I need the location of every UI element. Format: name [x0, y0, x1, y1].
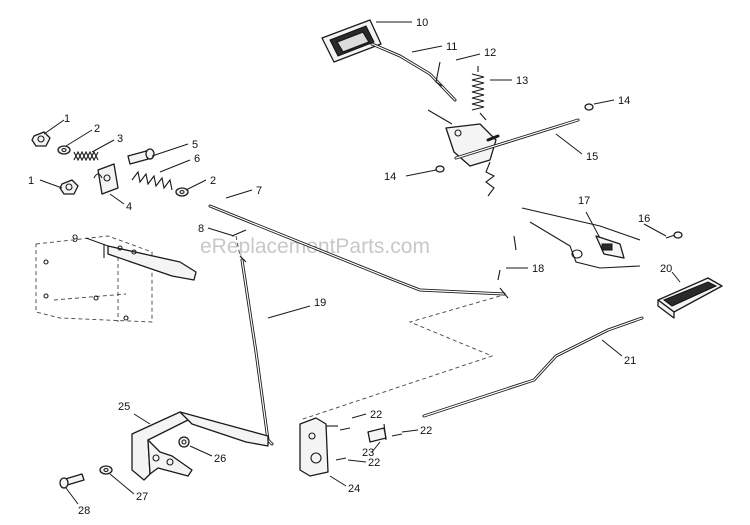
part-20-grip	[657, 277, 723, 319]
callout-18: 18	[532, 263, 544, 275]
part-14b-clip	[435, 165, 445, 173]
callout-2b: 2	[210, 175, 216, 187]
frame-outline	[513, 207, 641, 269]
part-2a-washer	[57, 145, 71, 155]
callout-26: 26	[214, 453, 226, 465]
callout-numbers: 1 2 3 1 4 5 6 2 7 8 9 10 11 12 13 14 14 …	[28, 17, 672, 517]
part-19-link-rod	[239, 255, 274, 446]
callout-4: 4	[126, 201, 132, 213]
callout-8: 8	[198, 223, 204, 235]
callout-14b: 14	[384, 171, 396, 183]
callout-21: 21	[624, 355, 636, 367]
part-8-pin	[231, 229, 247, 237]
callout-2a: 2	[94, 123, 100, 135]
callout-17: 17	[578, 195, 590, 207]
part-21-long-rod	[422, 316, 644, 418]
part-22b-pin	[391, 433, 403, 437]
part-11-pedal-arm	[370, 42, 457, 102]
callout-28: 28	[78, 505, 90, 517]
callout-22a: 22	[370, 409, 382, 421]
part-22c-pin	[335, 457, 347, 461]
callout-3: 3	[117, 133, 123, 145]
part-1b-nut	[59, 179, 79, 195]
part-27-washer	[99, 465, 113, 475]
part-3-spring	[73, 150, 99, 162]
leader-lines	[39, 21, 681, 505]
part-6-spring	[131, 170, 173, 191]
part-28-bolt	[59, 473, 85, 489]
part-15-cross-shaft	[427, 109, 580, 197]
part-23-clip	[367, 423, 387, 443]
part-26-nut	[178, 436, 190, 448]
callout-22b: 22	[420, 425, 432, 437]
callout-6: 6	[194, 153, 200, 165]
callout-20: 20	[660, 263, 672, 275]
part-17-switch	[595, 235, 625, 259]
part-22a-pin	[339, 427, 351, 431]
callout-27: 27	[136, 491, 148, 503]
callout-24: 24	[348, 483, 360, 495]
part-14a-clip	[584, 103, 594, 111]
part-5-bolt	[127, 148, 155, 165]
callout-22c: 22	[368, 457, 380, 469]
part-24-pivot-bracket	[299, 417, 338, 477]
callout-16: 16	[638, 213, 650, 225]
callout-1a: 1	[64, 113, 70, 125]
callout-12: 12	[484, 47, 496, 59]
callout-5: 5	[192, 139, 198, 151]
callout-13: 13	[516, 75, 528, 87]
callout-14a: 14	[618, 95, 630, 107]
callout-9: 9	[72, 233, 78, 245]
part-7-upper-rod	[208, 204, 509, 299]
callout-25: 25	[118, 401, 130, 413]
callout-1b: 1	[28, 175, 34, 187]
part-13-spring	[471, 66, 487, 121]
part-4-bracket	[93, 163, 119, 195]
callout-23: 23	[362, 447, 374, 459]
callout-15: 15	[586, 151, 598, 163]
watermark-text: eReplacementParts.com	[200, 235, 430, 258]
callout-7: 7	[256, 185, 262, 197]
part-2b-washer	[175, 187, 189, 197]
part-18-pin	[497, 269, 501, 281]
part-9-mounting-plate	[35, 235, 197, 323]
callout-19: 19	[314, 297, 326, 309]
part-16-screw	[665, 231, 683, 239]
part-1a-nut	[31, 131, 51, 147]
dashed-connections	[235, 235, 501, 421]
callout-10: 10	[416, 17, 428, 29]
part-25-lower-bracket	[131, 411, 269, 481]
callout-11: 11	[446, 41, 457, 53]
part-10-pedal-pad	[321, 19, 382, 63]
